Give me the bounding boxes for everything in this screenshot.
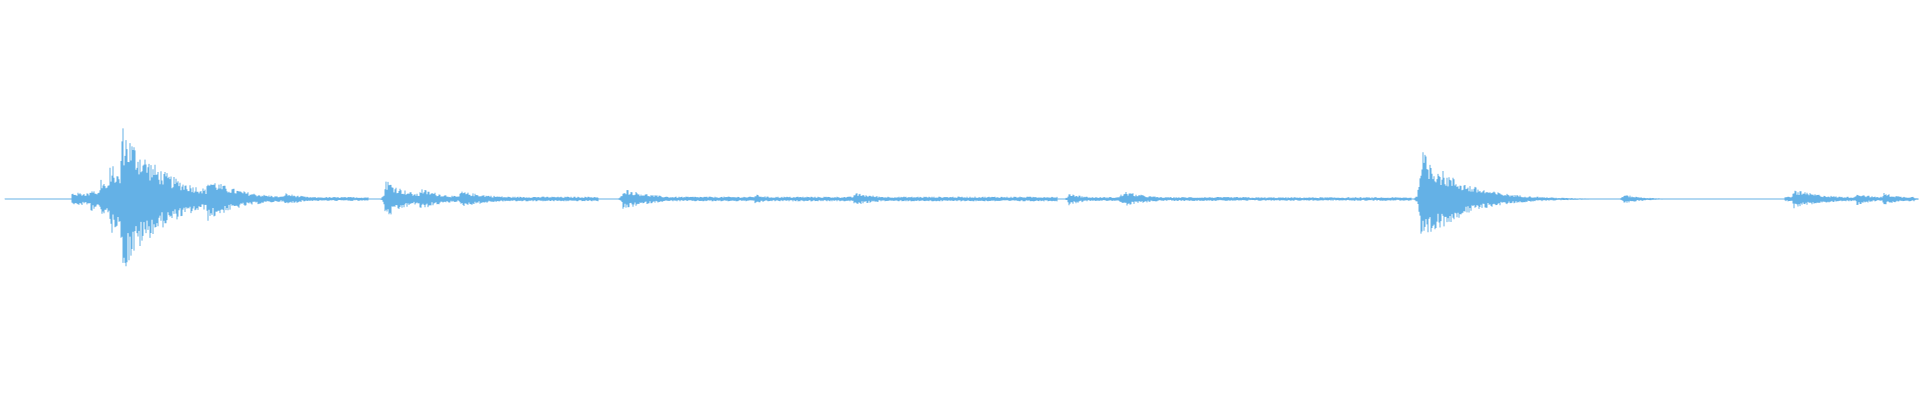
waveform-path xyxy=(4,128,1919,267)
